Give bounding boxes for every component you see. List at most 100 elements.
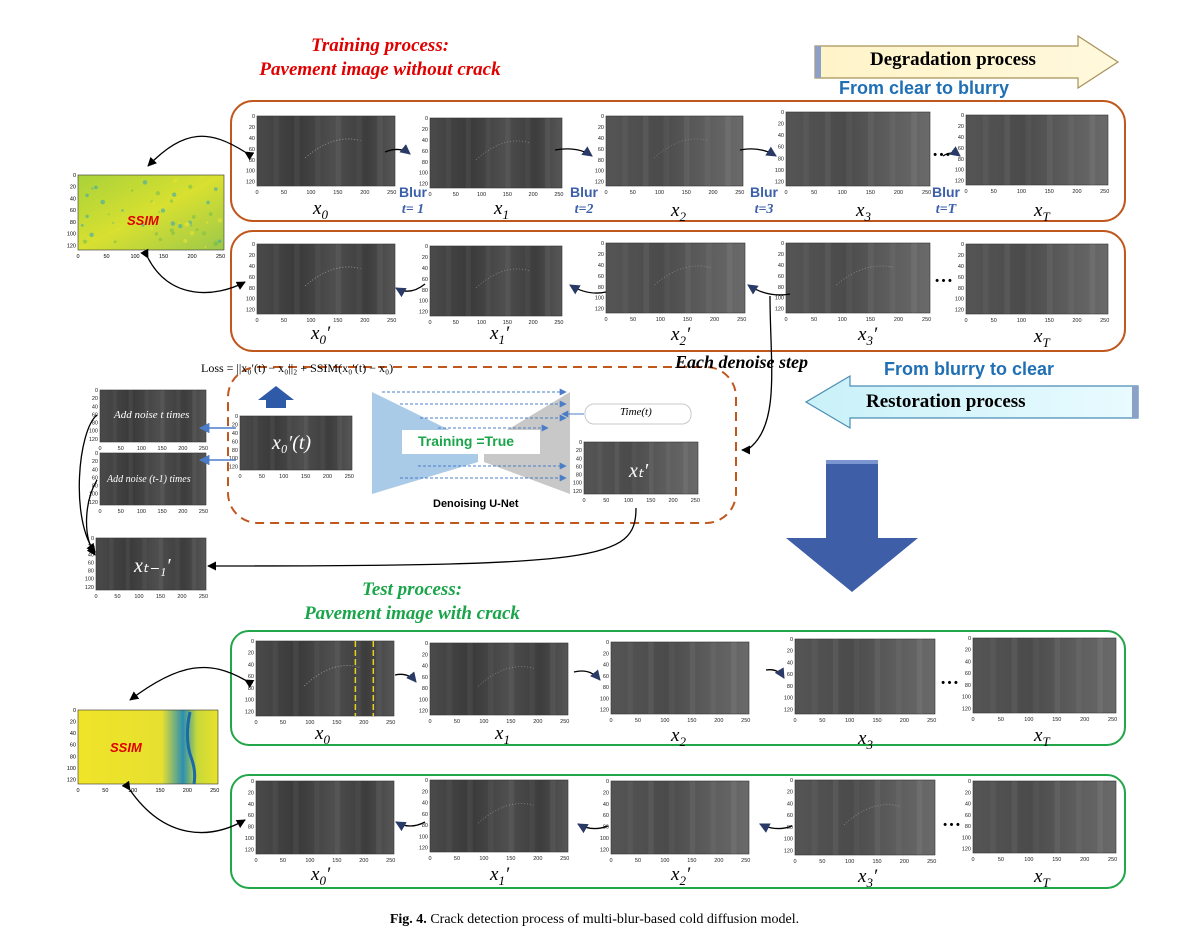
y-tick-label: 20 bbox=[422, 652, 428, 658]
x-tick-label: 50 bbox=[630, 190, 636, 196]
x-tick-label: 200 bbox=[359, 720, 368, 726]
x-tick-label: 50 bbox=[103, 254, 109, 260]
x-tick-label: 250 bbox=[735, 190, 744, 196]
x-tick-label: 200 bbox=[178, 509, 187, 515]
x-tick-label: 0 bbox=[793, 859, 796, 865]
x-tick-label: 50 bbox=[998, 857, 1004, 863]
y-tick-label: 80 bbox=[70, 220, 76, 226]
x-tick-label: 150 bbox=[506, 856, 515, 862]
x-tick-label: 100 bbox=[838, 317, 847, 323]
test-x3p-image: 050100150200250020406080100120 bbox=[784, 778, 937, 865]
x-tick-label: 150 bbox=[1052, 717, 1061, 723]
x-tick-label: 50 bbox=[991, 318, 997, 324]
x-tick-label: 250 bbox=[345, 474, 354, 480]
x-tick-label: 200 bbox=[1080, 857, 1089, 863]
test-x2-image: 050100150200250020406080100120 bbox=[600, 640, 751, 724]
y-tick-label: 0 bbox=[968, 779, 971, 785]
y-tick-label: 80 bbox=[422, 288, 428, 294]
x0-t-label: x₀′(t) bbox=[272, 432, 311, 455]
x-tick-label: 200 bbox=[714, 858, 723, 864]
x-tick-label: 50 bbox=[280, 858, 286, 864]
ellipsis: … bbox=[942, 810, 961, 832]
y-tick-label: 80 bbox=[232, 448, 238, 454]
y-tick-label: 0 bbox=[425, 641, 428, 647]
y-tick-label: 60 bbox=[248, 813, 254, 819]
y-tick-label: 20 bbox=[422, 789, 428, 795]
y-tick-label: 20 bbox=[778, 252, 784, 258]
y-tick-label: 0 bbox=[790, 637, 793, 643]
y-tick-label: 100 bbox=[246, 169, 255, 175]
x-tick-label: 250 bbox=[199, 509, 208, 515]
y-tick-label: 80 bbox=[248, 686, 254, 692]
x-tick-label: 150 bbox=[159, 254, 168, 260]
x-tick-label: 200 bbox=[359, 858, 368, 864]
y-tick-label: 0 bbox=[235, 414, 238, 420]
x-tick-label: 100 bbox=[305, 720, 314, 726]
y-tick-label: 40 bbox=[958, 135, 964, 141]
label-x2: x2 bbox=[671, 200, 686, 225]
y-tick-label: 60 bbox=[965, 671, 971, 677]
y-tick-label: 0 bbox=[606, 640, 609, 646]
y-tick-label: 100 bbox=[600, 696, 609, 702]
train-x0p-image: 050100150200250020406080100120 bbox=[246, 242, 397, 324]
y-tick-label: 0 bbox=[73, 708, 76, 714]
y-tick-label: 80 bbox=[249, 286, 255, 292]
y-tick-label: 100 bbox=[955, 297, 964, 303]
x-tick-label: 250 bbox=[554, 192, 563, 198]
y-tick-label: 120 bbox=[600, 708, 609, 714]
x-tick-label: 100 bbox=[845, 859, 854, 865]
y-tick-label: 60 bbox=[422, 675, 428, 681]
x-tick-label: 0 bbox=[971, 717, 974, 723]
x-tick-label: 100 bbox=[279, 474, 288, 480]
x-tick-label: 0 bbox=[428, 856, 431, 862]
train-x2-image: 050100150200250020406080100120 bbox=[595, 114, 745, 196]
x-tick-label: 50 bbox=[453, 320, 459, 326]
x-tick-label: 250 bbox=[1100, 189, 1109, 195]
y-tick-label: 0 bbox=[601, 241, 604, 247]
y-tick-label: 60 bbox=[778, 274, 784, 280]
y-tick-label: 100 bbox=[245, 698, 254, 704]
x-tick-label: 200 bbox=[714, 718, 723, 724]
x-tick-label: 250 bbox=[216, 254, 225, 260]
y-tick-label: 20 bbox=[598, 125, 604, 131]
ssim-map-test: 050100150200250020406080100120 bbox=[67, 708, 220, 794]
y-tick-label: 80 bbox=[249, 158, 255, 164]
x-tick-label: 200 bbox=[323, 474, 332, 480]
y-tick-label: 120 bbox=[784, 707, 793, 713]
x-tick-label: 0 bbox=[76, 254, 79, 260]
y-tick-label: 40 bbox=[422, 801, 428, 807]
y-tick-label: 0 bbox=[601, 114, 604, 120]
x-tick-label: 0 bbox=[98, 509, 101, 515]
x-tick-label: 0 bbox=[98, 446, 101, 452]
train-x0-image: 050100150200250020406080100120 bbox=[246, 114, 397, 196]
x-tick-label: 50 bbox=[259, 474, 265, 480]
x-tick-label: 150 bbox=[1045, 318, 1054, 324]
y-tick-label: 100 bbox=[67, 766, 76, 772]
y-tick-label: 60 bbox=[422, 812, 428, 818]
y-tick-label: 120 bbox=[246, 308, 255, 314]
y-tick-label: 100 bbox=[775, 168, 784, 174]
x-tick-label: 100 bbox=[306, 190, 315, 196]
x-tick-label: 200 bbox=[710, 317, 719, 323]
y-tick-label: 120 bbox=[245, 709, 254, 715]
y-tick-label: 0 bbox=[790, 778, 793, 784]
y-tick-label: 20 bbox=[70, 185, 76, 191]
x-tick-label: 100 bbox=[624, 498, 633, 504]
x-tick-label: 50 bbox=[281, 318, 287, 324]
y-tick-label: 60 bbox=[778, 145, 784, 151]
time-label: Time(t) bbox=[620, 406, 652, 418]
y-tick-label: 100 bbox=[85, 577, 94, 583]
test-xT-image: 050100150200250020406080100120 bbox=[962, 636, 1117, 723]
y-tick-label: 20 bbox=[249, 125, 255, 131]
train-x3-image: 050100150200250020406080100120 bbox=[775, 110, 931, 196]
x-tick-label: 0 bbox=[964, 189, 967, 195]
y-tick-label: 120 bbox=[67, 777, 76, 783]
y-tick-label: 40 bbox=[70, 196, 76, 202]
label-x1-prime: x1′ bbox=[490, 323, 509, 348]
train-xTp-image: 050100150200250020406080100120 bbox=[955, 242, 1109, 324]
y-tick-label: 0 bbox=[781, 110, 784, 116]
x-tick-label: 200 bbox=[708, 190, 717, 196]
y-tick-label: 120 bbox=[85, 585, 94, 591]
y-tick-label: 100 bbox=[419, 299, 428, 305]
x-tick-label: 0 bbox=[609, 718, 612, 724]
